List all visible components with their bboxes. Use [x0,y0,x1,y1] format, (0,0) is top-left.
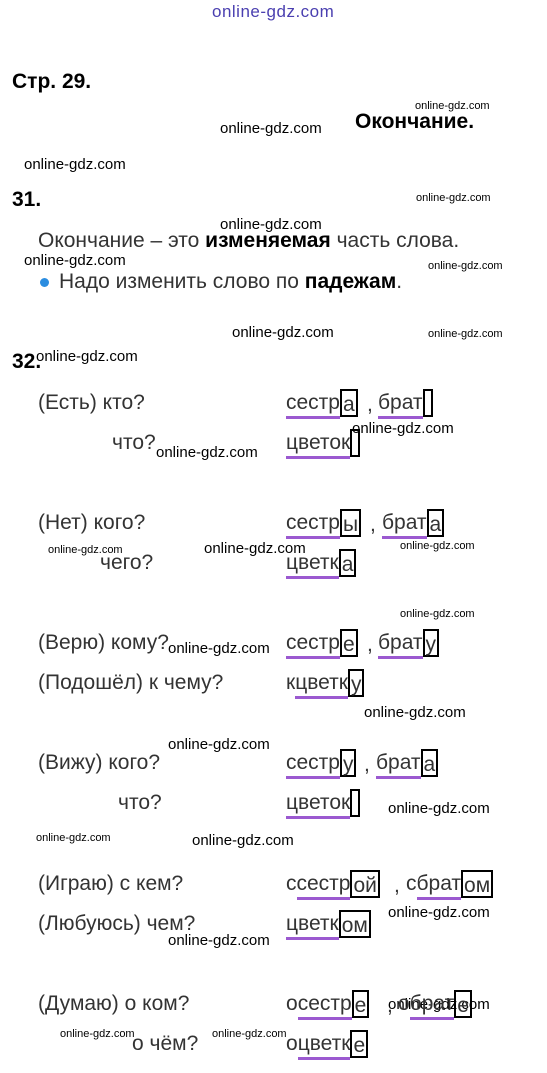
watermark: online-gdz.com [388,996,490,1013]
watermark: online-gdz.com [416,192,491,204]
watermark: online-gdz.com [428,260,503,272]
watermark: online-gdz.com [168,932,270,949]
watermark: online-gdz.com [415,100,490,112]
question: (Думаю) о ком? [38,992,190,1015]
watermark: online-gdz.com [428,328,503,340]
watermark: online-gdz.com [24,252,126,269]
question: (Подошёл) к чему? [38,671,224,694]
watermark: online-gdz.com [400,540,475,552]
watermark: online-gdz.com [36,832,111,844]
comma: , [394,874,400,897]
page-number: Стр. 29. [12,70,92,93]
watermark: online-gdz.com [168,736,270,753]
question: что? [118,791,162,814]
watermark: online-gdz.com [212,1028,287,1040]
watermark: online-gdz.com [388,904,490,921]
watermark: online-gdz.com [204,540,306,557]
question: (Вижу) кого? [38,751,161,774]
question: (Верю) кому? [38,631,169,654]
watermark: online-gdz.com [220,120,322,137]
word-form: цветок [286,789,361,819]
watermark: online-gdz.com [388,800,490,817]
watermark: online-gdz.com [156,444,258,461]
exercise-31-number: 31. [12,188,42,211]
watermark: online-gdz.com [168,640,270,657]
watermark: online-gdz.com [24,156,126,173]
question: (Нет) кого? [38,511,146,534]
question: (Играю) с кем? [38,872,184,895]
exercise-32-number: 32. [12,350,42,373]
definition-text: Окончание – это изменяемая часть слова. [38,229,460,252]
topic-title: Окончание. [355,110,475,133]
question: (Любуюсь) чем? [38,912,196,935]
watermark: online-gdz.com [400,608,475,620]
tip-text: Надо изменить слово по падежам. [59,270,403,293]
comma: , [364,753,370,776]
watermark: online-gdz.com [60,1028,135,1040]
watermark: online-gdz.com [48,544,123,556]
comma: , [387,994,393,1017]
question: что? [112,431,156,454]
word-form: цветок [286,429,361,459]
watermark: online-gdz.com [36,348,138,365]
watermark: online-gdz.com [364,704,466,721]
comma: , [367,633,373,656]
comma: , [370,513,376,536]
watermark: online-gdz.com [220,216,322,233]
watermark: online-gdz.com [352,420,454,437]
question: о чём? [132,1032,199,1055]
comma: , [367,393,373,416]
word-form: брат [378,389,433,419]
watermark-top: online-gdz.com [212,2,335,21]
question: (Есть) кто? [38,391,145,414]
watermark: online-gdz.com [232,324,334,341]
bullet-icon [40,278,49,287]
question: чего? [100,551,154,574]
watermark: online-gdz.com [192,832,294,849]
